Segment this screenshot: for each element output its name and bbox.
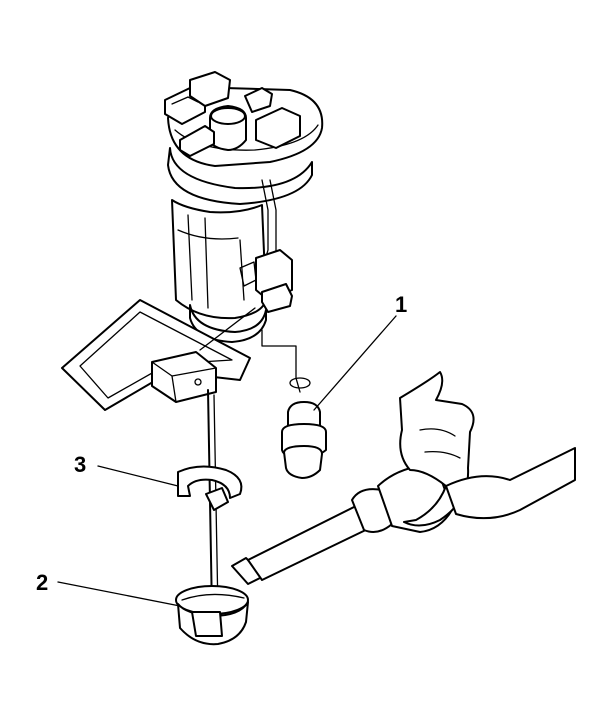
callout-2: 2 — [36, 570, 48, 595]
part-1-connector — [281, 377, 327, 479]
fuel-level-float — [61, 299, 256, 411]
leader-line-1 — [313, 315, 397, 411]
hand — [399, 371, 576, 527]
leader-line-3 — [97, 465, 179, 487]
part-3-clip — [177, 465, 243, 511]
fuel-pump-module — [164, 71, 324, 343]
fuel-line — [261, 329, 301, 393]
callout-3: 3 — [74, 452, 86, 477]
leader-line-2 — [57, 581, 181, 607]
part-2-retainer — [175, 585, 249, 646]
callout-1: 1 — [395, 292, 407, 317]
